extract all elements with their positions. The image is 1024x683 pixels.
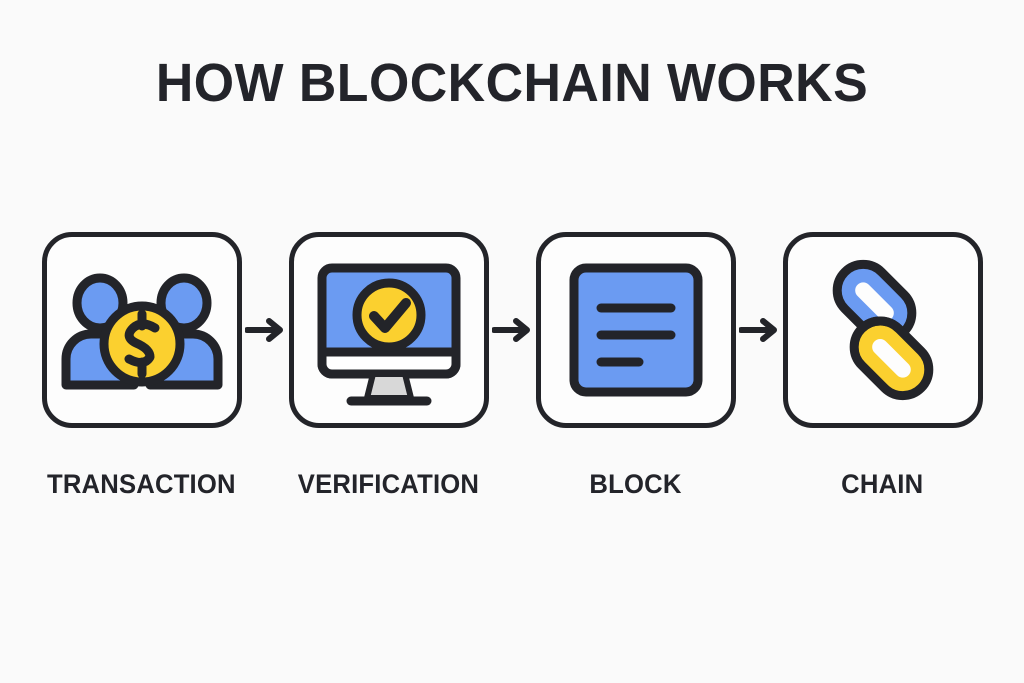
label-verification: VERIFICATION: [297, 468, 480, 499]
step-chain[interactable]: [781, 232, 984, 428]
card-chain[interactable]: [782, 232, 983, 428]
label-chain: CHAIN: [841, 468, 924, 499]
card-block[interactable]: [535, 232, 736, 428]
chain-links-icon: [832, 259, 933, 401]
arrow-2: [490, 232, 534, 428]
arrow-right-icon: [245, 318, 283, 342]
label-slot-block: BLOCK: [534, 468, 737, 499]
arrow-right-icon: [739, 318, 777, 342]
step-block[interactable]: [534, 232, 737, 428]
two-people-with-coin-icon: [61, 273, 222, 390]
label-slot-chain: CHAIN: [781, 468, 984, 499]
label-transaction: TRANSACTION: [47, 468, 236, 499]
monitor-stand-icon: [346, 371, 431, 406]
monitor-with-checkmark-icon: [317, 263, 460, 406]
block-document-icon: [569, 263, 702, 397]
check-circle-icon: [352, 278, 425, 352]
arrow-3: [737, 232, 781, 428]
label-slot-transaction: TRANSACTION: [40, 468, 243, 499]
label-slot-verification: VERIFICATION: [287, 468, 490, 499]
step-labels: TRANSACTION VERIFICATION BLOCK CHAIN: [40, 466, 984, 502]
page-title: HOW BLOCKCHAIN WORKS: [155, 53, 869, 113]
card-transaction[interactable]: [41, 232, 242, 428]
link-yellow-icon: [849, 316, 933, 401]
arrow-1: [243, 232, 287, 428]
step-verification[interactable]: [287, 232, 490, 428]
card-verification[interactable]: [288, 232, 489, 428]
step-transaction[interactable]: [40, 232, 243, 428]
dollar-coin-icon: [99, 301, 184, 387]
block-square-icon: [569, 263, 702, 397]
process-flow: [40, 232, 984, 447]
label-block: BLOCK: [589, 468, 682, 499]
arrow-right-icon: [492, 318, 530, 342]
